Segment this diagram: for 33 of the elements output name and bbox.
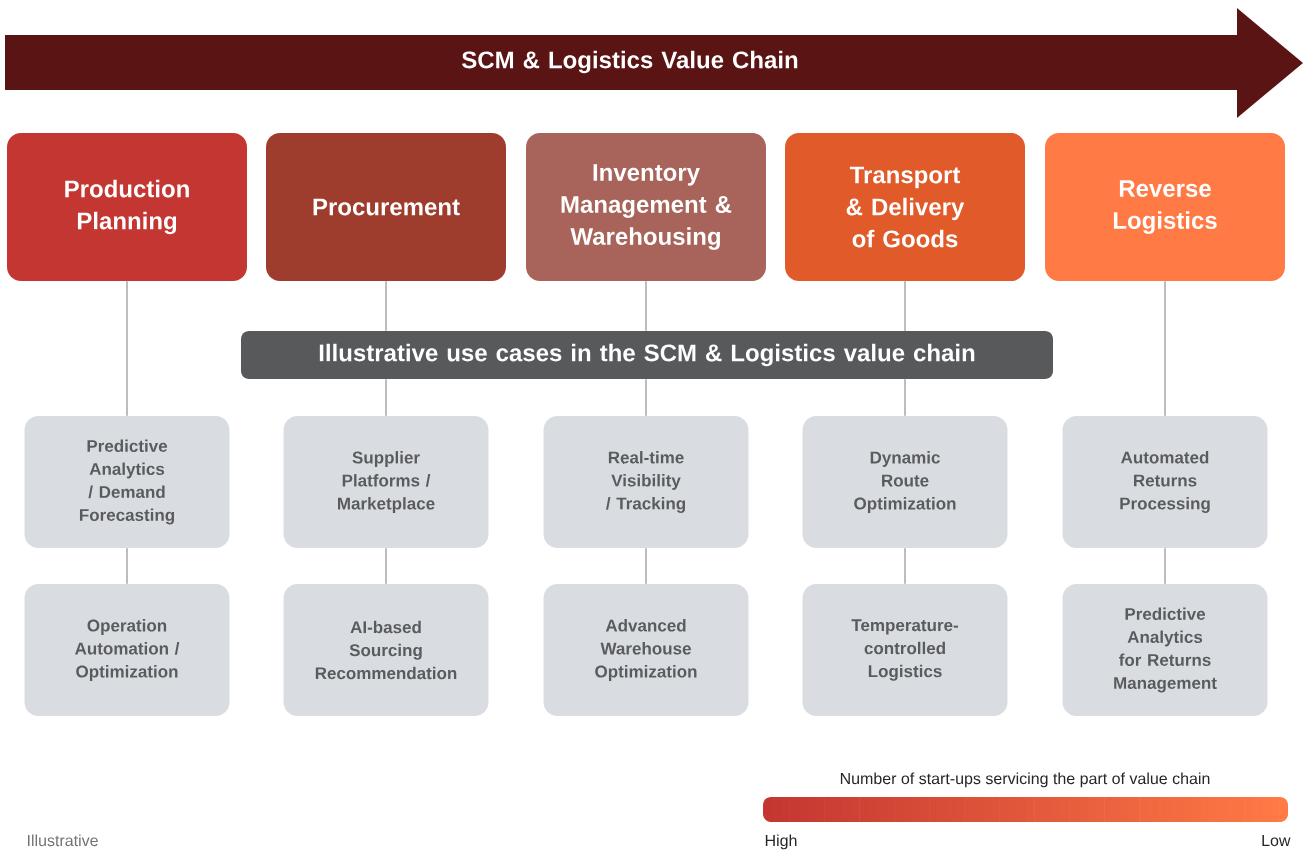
stage-box: Transport & Delivery of Goods <box>785 133 1025 281</box>
connector-line <box>1164 547 1166 585</box>
section-banner: Illustrative use cases in the SCM & Logistics value chain <box>241 331 1053 379</box>
use-case-box: Advanced Warehouse Optimization <box>543 584 749 716</box>
connector-line <box>126 280 128 417</box>
use-case-box: Supplier Platforms / Marketplace <box>283 416 489 548</box>
connector-line <box>645 378 647 417</box>
connector-line <box>645 280 647 332</box>
scale-title: Number of start-ups servicing the part of value chain <box>840 772 1210 788</box>
connector-line <box>385 547 387 585</box>
use-case-box: Automated Returns Processing <box>1062 416 1268 548</box>
stage-box: Inventory Management & Warehousing <box>526 133 766 281</box>
use-case-box: AI-based Sourcing Recommendation <box>283 584 489 716</box>
scale-label: High <box>765 834 797 850</box>
footnote: Illustrative <box>28 834 98 847</box>
use-case-box: Dynamic Route Optimization <box>802 416 1008 548</box>
connector-line <box>645 547 647 585</box>
stage-box: Procurement <box>266 133 506 281</box>
scale-label: Low <box>1262 835 1291 847</box>
connector-line <box>904 378 906 417</box>
stage-box: Reverse Logistics <box>1045 133 1285 281</box>
connector-line <box>385 280 387 332</box>
use-case-box: Predictive Analytics for Returns Management <box>1062 584 1268 716</box>
connector-line <box>904 547 906 585</box>
connector-line <box>385 378 387 417</box>
connector-line <box>904 280 906 332</box>
connector-line <box>126 547 128 585</box>
use-case-box: Operation Automation / Optimization <box>24 584 230 716</box>
use-case-box: Temperature-controlled Logistics <box>802 584 1008 716</box>
connector-line <box>1164 280 1166 417</box>
use-case-box: Real-time Visibility / Tracking <box>543 416 749 548</box>
use-case-box: Predictive Analytics / Demand Forecasting <box>24 416 230 548</box>
stage-box: Production Planning <box>7 133 247 281</box>
